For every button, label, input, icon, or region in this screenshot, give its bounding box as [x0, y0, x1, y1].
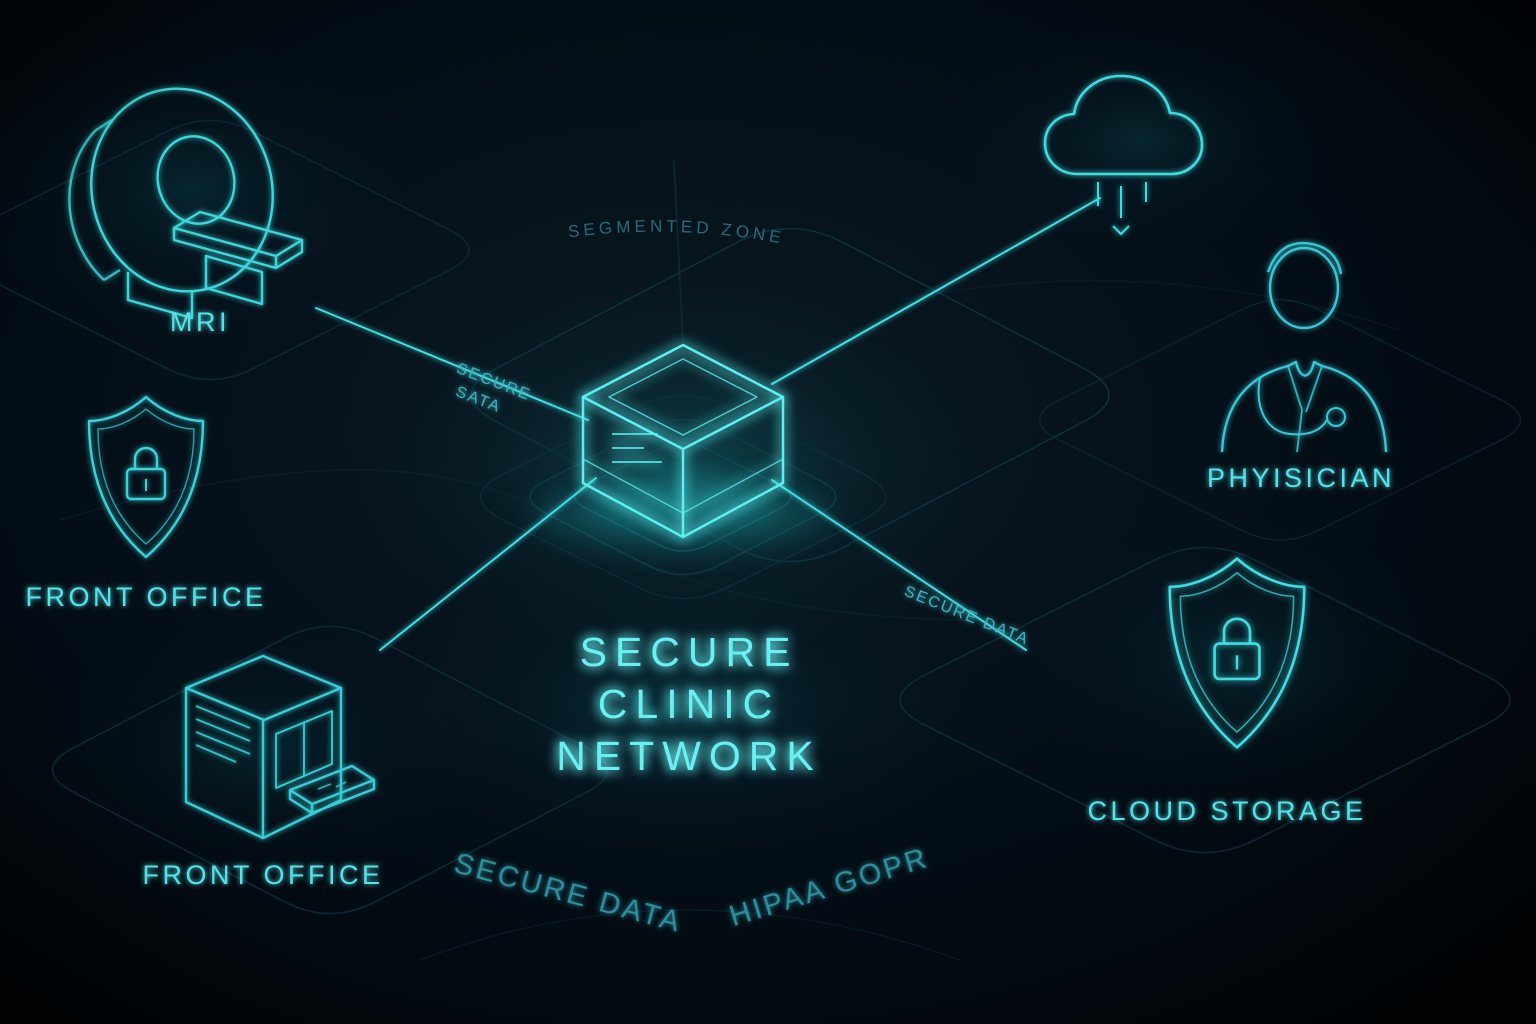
vignette-overlay	[0, 0, 1536, 1024]
network-diagram: MRI FRONT OFFICE FRONT OFFICE PHYISICIAN…	[0, 0, 1536, 1024]
diagram-stage: MRI FRONT OFFICE FRONT OFFICE PHYISICIAN…	[0, 0, 1536, 1024]
